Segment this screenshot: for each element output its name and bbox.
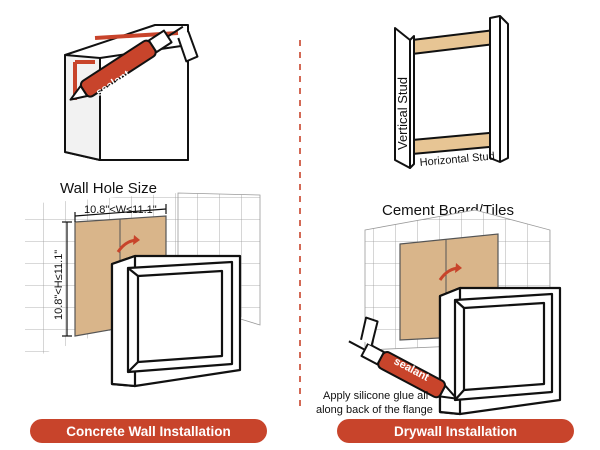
sealant-gun-right-icon xyxy=(348,316,458,400)
arrow-head-left xyxy=(133,235,140,245)
vertical-stud-label: Vertical Stud xyxy=(395,77,410,150)
niche-sealant-illustration xyxy=(64,24,199,161)
arrow-head-right xyxy=(455,263,462,273)
note-line-1: Apply silicone glue all xyxy=(323,390,428,402)
sealant-gun-icon xyxy=(69,25,199,101)
drywall-caption: Drywall Installation xyxy=(337,419,574,443)
concrete-wall-caption: Concrete Wall Installation xyxy=(30,419,267,443)
left-title: Wall Hole Size xyxy=(60,180,157,197)
width-dim-label: 10.8"<W≤11.1" xyxy=(84,204,157,216)
note-line-2: along back of the flange xyxy=(316,404,433,416)
height-dim-label: 10.8"<H≤11.1" xyxy=(53,250,65,320)
niche-box-right xyxy=(438,286,562,416)
niche-box-left xyxy=(110,254,242,388)
width-dim-line xyxy=(74,208,167,217)
stud-frame xyxy=(394,15,509,169)
